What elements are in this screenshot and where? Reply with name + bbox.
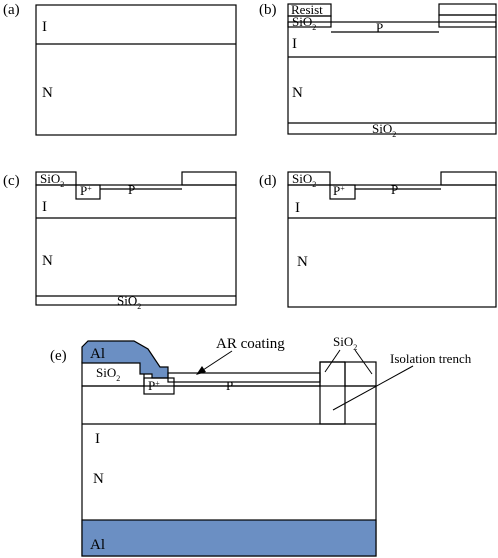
panel-a-label: (a) xyxy=(3,2,20,18)
panel-c-label: (c) xyxy=(3,173,20,189)
panel-b-oxide-label: SiO xyxy=(292,14,312,29)
panel-a: (a) I N xyxy=(3,2,237,136)
panel-e-p-layer-label: P xyxy=(226,378,233,393)
panel-c-intrinsic-layer-label: I xyxy=(42,199,47,215)
panel-e-n-layer-label: N xyxy=(93,471,104,487)
panel-e-ar-coating-layer xyxy=(167,372,321,383)
panel-a-intrinsic-layer-label: I xyxy=(42,19,47,35)
panel-b-intrinsic-layer-label: I xyxy=(292,36,297,52)
panel-e-pplus-label: P xyxy=(148,378,155,393)
panel-c-oxide-subscript: 2 xyxy=(60,180,64,189)
panel-e: (e) Al SiO2 P+ P I N Al AR coating xyxy=(50,334,472,557)
panel-c-p-layer-label: P xyxy=(128,182,135,197)
panel-e-isolation-trench-label: Isolation trench xyxy=(390,351,472,366)
panel-b-resist-right xyxy=(438,3,497,16)
svg-text:P+: P+ xyxy=(148,378,160,393)
panel-c-pplus-region xyxy=(75,184,101,200)
panel-e-oxide-step xyxy=(319,361,345,386)
panel-c-bottom-oxide-label: SiO xyxy=(117,293,137,308)
panel-d-pplus-region xyxy=(329,184,356,200)
svg-text:SiO2: SiO2 xyxy=(40,171,64,189)
panel-b-resist-label: Resist xyxy=(291,2,323,17)
panel-e-trench-oxide-label: SiO xyxy=(333,334,353,349)
panel-e-label: (e) xyxy=(50,348,67,364)
panel-b-bottom-oxide-subscript: 2 xyxy=(392,130,396,139)
panel-c: (c) SiO2 P+ P I N SiO2 xyxy=(3,171,237,311)
panel-d: (d) SiO2 P+ P I N xyxy=(259,171,497,308)
panel-e-trench-leader xyxy=(332,365,414,411)
panel-b-bottom-oxide-label: SiO xyxy=(372,121,392,136)
panel-b-oxide-left xyxy=(287,15,332,28)
panel-d-p-layer-label: P xyxy=(391,182,398,197)
panel-d-oxide-left xyxy=(287,171,331,186)
panel-e-bottom-metal xyxy=(81,519,377,557)
panel-e-intrinsic-layer-label: I xyxy=(95,431,100,447)
panel-c-pplus-label: P xyxy=(80,183,87,198)
panel-e-oxide-leader-right xyxy=(354,349,373,375)
svg-text:SiO2: SiO2 xyxy=(292,171,316,189)
panel-b-oxide-subscript: 2 xyxy=(312,23,316,32)
panel-d-pplus-superscript: + xyxy=(340,184,345,193)
panel-b-oxide-right xyxy=(438,14,497,28)
panel-b-label: (b) xyxy=(259,2,277,18)
panel-e-trench-oxide-subscript: 2 xyxy=(353,343,357,352)
panel-d-oxide-right xyxy=(440,171,497,186)
panel-e-oxide-label: SiO xyxy=(96,365,116,380)
svg-text:SiO2: SiO2 xyxy=(292,14,316,32)
panel-b: (b) Resist SiO2 P I N SiO2 xyxy=(259,2,497,139)
panel-c-n-layer-label: N xyxy=(42,253,53,269)
panel-e-ar-coating-arrow xyxy=(199,350,233,373)
panel-d-wafer xyxy=(287,184,497,308)
panel-d-label: (d) xyxy=(259,173,277,189)
panel-c-oxide-label: SiO xyxy=(40,171,60,186)
panel-d-n-layer-label: N xyxy=(297,254,308,270)
panel-e-bottom-metal-label: Al xyxy=(90,537,105,553)
panel-a-n-layer-label: N xyxy=(42,85,53,101)
panel-c-wafer xyxy=(35,184,237,306)
svg-text:P+: P+ xyxy=(333,183,345,198)
panel-d-intrinsic-layer-label: I xyxy=(295,200,300,216)
panel-e-oxide-right xyxy=(344,361,377,387)
panel-e-top-metal-label: Al xyxy=(90,346,105,362)
panel-c-oxide-left xyxy=(35,171,77,186)
panel-d-pplus-label: P xyxy=(333,183,340,198)
panel-c-oxide-right xyxy=(181,171,237,186)
svg-text:P+: P+ xyxy=(80,183,92,198)
panel-c-pplus-superscript: + xyxy=(87,184,92,193)
panel-b-wafer xyxy=(287,21,497,135)
panel-e-oxide-subscript: 2 xyxy=(116,374,120,383)
svg-text:SiO2: SiO2 xyxy=(372,121,396,139)
panel-d-oxide-label: SiO xyxy=(292,171,312,186)
svg-text:SiO2: SiO2 xyxy=(117,293,141,311)
panel-e-ar-coating-arrowhead xyxy=(196,366,206,375)
panel-e-pplus-superscript: + xyxy=(155,379,160,388)
panel-d-oxide-subscript: 2 xyxy=(312,180,316,189)
panel-a-wafer xyxy=(35,4,237,136)
svg-text:SiO2: SiO2 xyxy=(333,334,357,352)
panel-e-isolation-trench xyxy=(319,361,346,425)
panel-b-n-layer-label: N xyxy=(292,85,303,101)
panel-e-oxide-leader-left xyxy=(324,349,341,373)
panel-c-bottom-oxide-subscript: 2 xyxy=(137,302,141,311)
panel-b-p-layer-label: P xyxy=(376,20,383,35)
svg-text:SiO2: SiO2 xyxy=(96,365,120,383)
panel-e-ar-coating-label: AR coating xyxy=(216,336,285,352)
